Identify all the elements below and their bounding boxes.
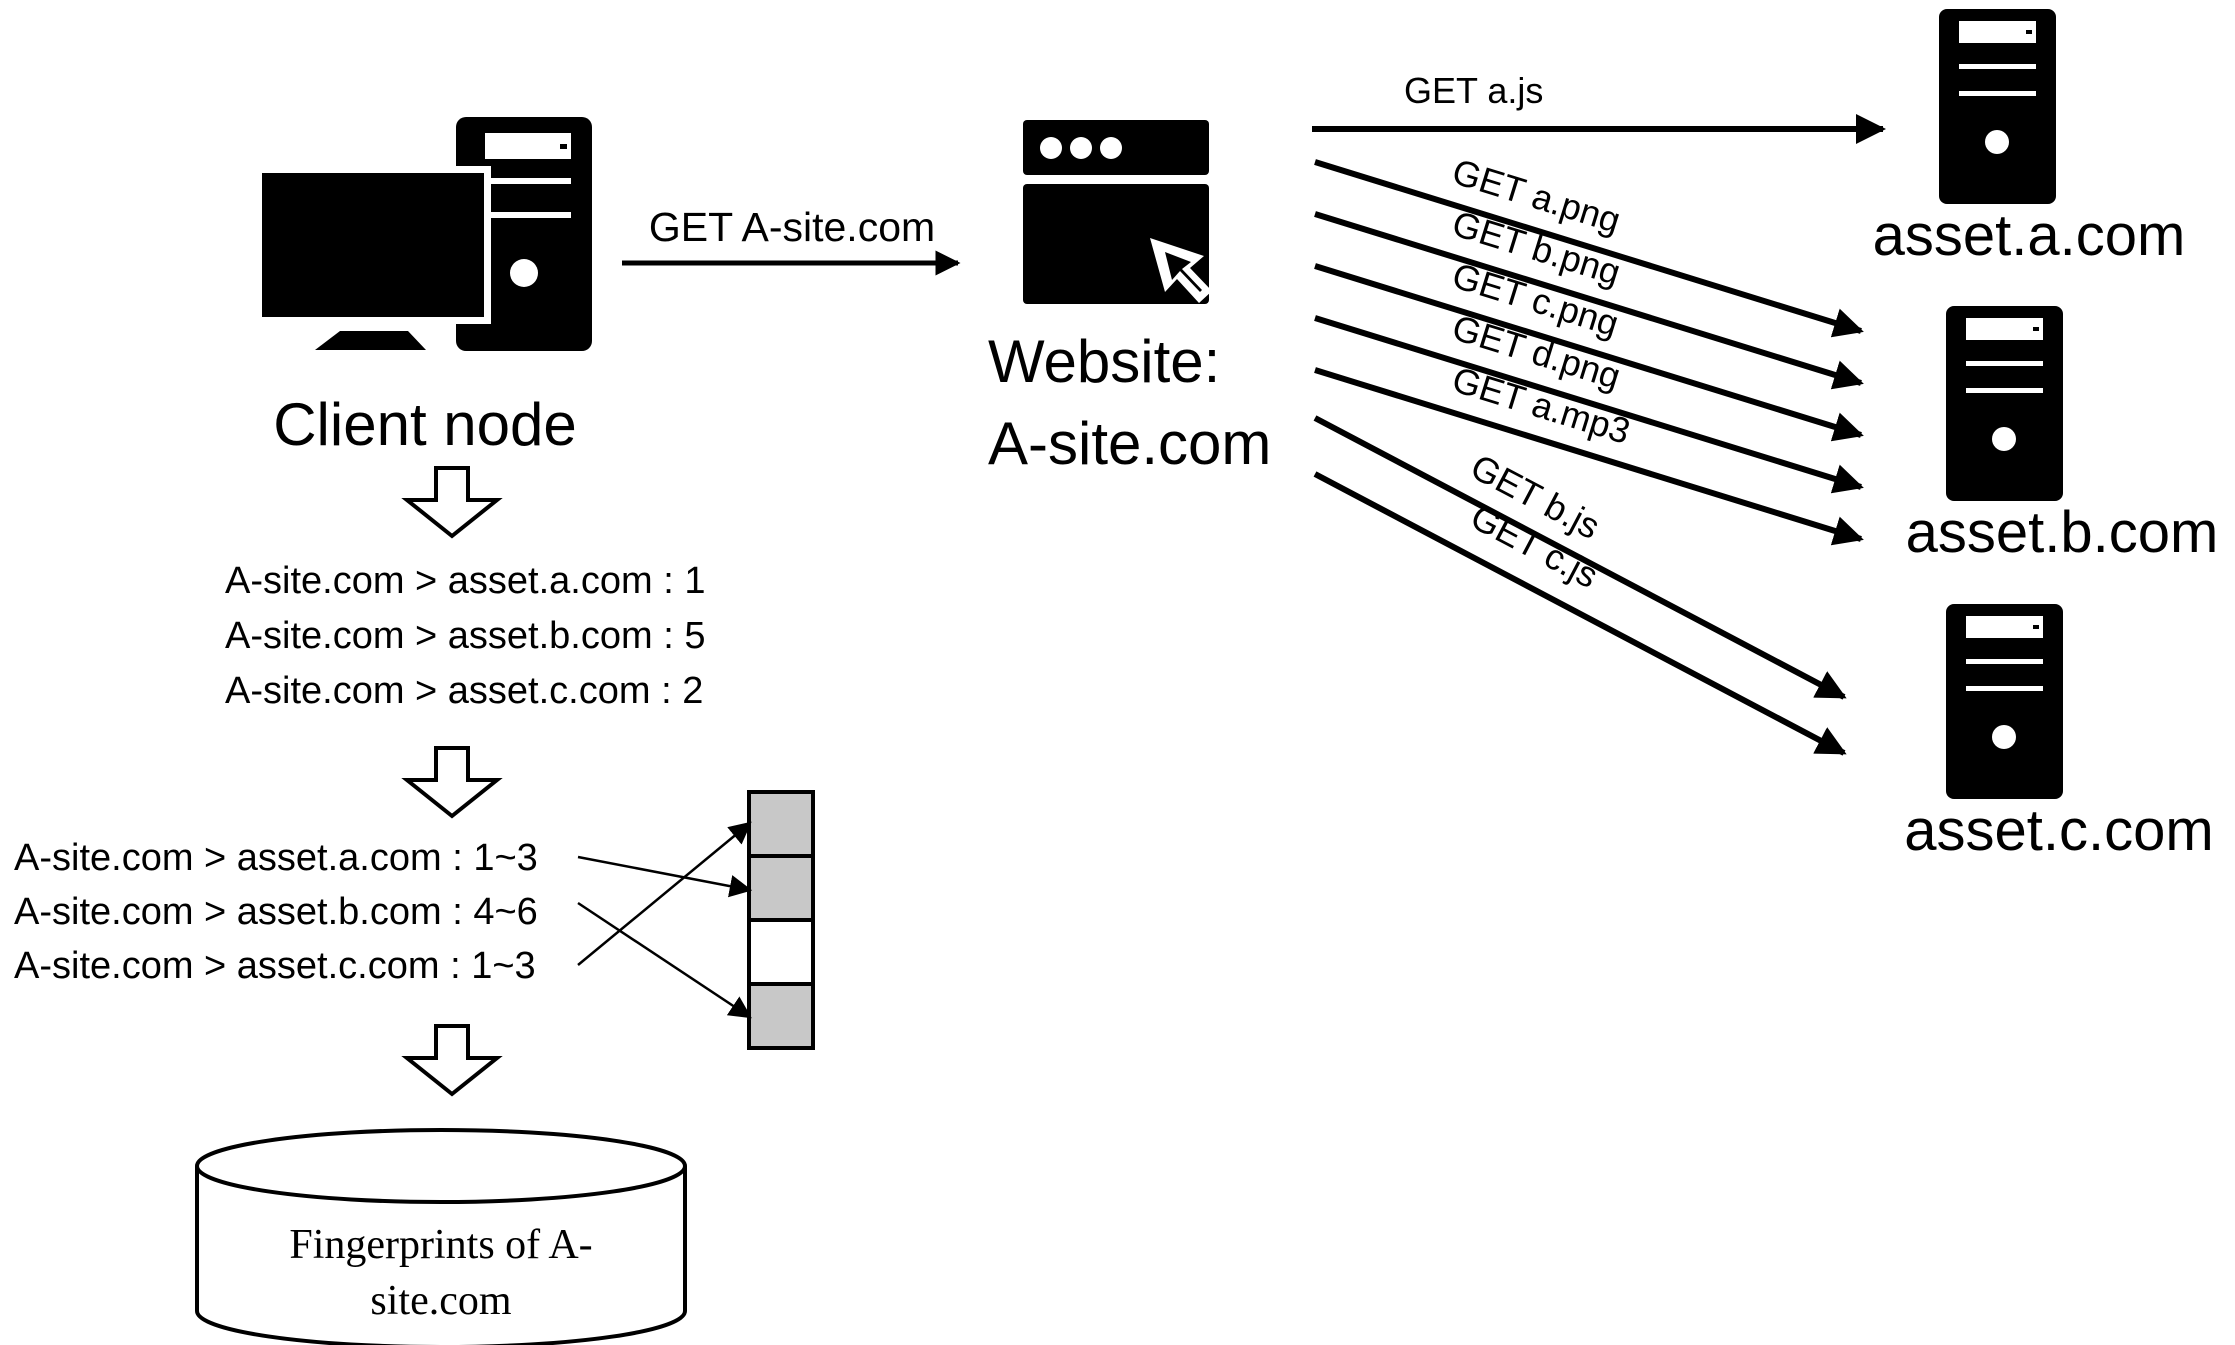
count-item: A-site.com > asset.a.com : 1 [225,560,705,602]
get-site-label: GET A-site.com [649,204,935,250]
down-arrow-icon [401,1024,503,1097]
bit-cell [747,982,815,1050]
server-b-label: asset.b.com [1906,500,2219,565]
bit-cell [747,790,815,858]
range-item: A-site.com > asset.a.com : 1~3 [14,837,538,879]
range-item: A-site.com > asset.b.com : 4~6 [14,891,538,933]
range-item: A-site.com > asset.c.com : 1~3 [14,945,536,987]
mapping-arrows [577,821,753,1019]
mapping-arrow-c [577,821,752,966]
down-arrow-icon [401,466,503,539]
request-label-a-js: GET a.js [1404,70,1543,111]
database-label: Fingerprints of A- [289,1222,592,1268]
cursor-icon [1150,238,1212,303]
request-arrow-c-png [1314,263,1864,442]
request-arrow-b-png [1314,211,1864,390]
server-a-icon [1939,9,2056,204]
request-arrow-c-js [1313,471,1847,756]
count-item: A-site.com > asset.c.com : 2 [225,670,703,712]
server-b-icon [1946,306,2063,501]
request-arrows [1312,114,1886,756]
request-arrow-a-mp3 [1314,367,1864,546]
server-c-label: asset.c.com [1904,798,2213,863]
fingerprint-database-icon [195,1128,687,1345]
bit-vector [747,790,815,1050]
client-node-label: Client node [273,391,577,458]
server-a-label: asset.a.com [1873,203,2186,268]
server-c-icon [1946,604,2063,799]
mapping-arrow-a [577,855,753,898]
website-label: Website: [988,328,1220,395]
mapping-arrow-b [577,901,752,1019]
bit-cell [747,854,815,922]
down-arrow-icon [401,746,503,819]
request-arrow-b-js [1313,415,1847,700]
website-domain-label: A-site.com [988,410,1271,477]
client-computer-icon [255,117,592,351]
request-arrow-d-png [1314,315,1864,494]
database-label-line2: site.com [370,1278,511,1324]
request-arrow-a-png [1314,159,1864,338]
count-item: A-site.com > asset.b.com : 5 [225,615,705,657]
bit-cell [747,918,815,986]
